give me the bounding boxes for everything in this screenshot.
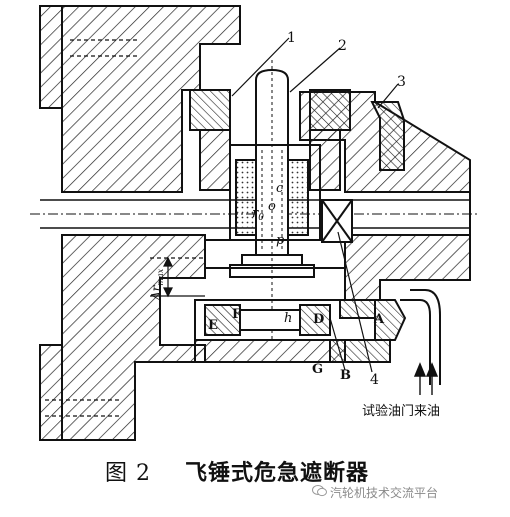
label-E: E [208,318,218,333]
stroke-dimension [150,256,205,298]
callout-4: 4 [370,372,379,388]
bolt-centerlines [261,60,283,340]
label-G: G [312,362,323,377]
label-p: p [276,233,285,248]
wechat-icon [312,485,327,497]
lever-block [321,199,353,243]
adjusting-nut [189,89,351,191]
label-A: A [373,312,385,327]
label-F: F [232,307,242,322]
callout-3: 3 [397,74,406,90]
oil-supply-pipe [400,289,441,385]
watermark-text: 汽轮机技术交流平台 [330,486,439,500]
callout-1: 1 [287,30,296,46]
oil-chamber [194,299,407,363]
label-c: c [276,181,284,196]
figure-number: 图 2 [105,461,151,486]
symbol-labels: c o p r0 h E F D A G B Δrmax 试验油门来油 [149,181,440,419]
label-delta-r: Δrmax [149,268,165,301]
callout-2: 2 [338,38,347,54]
oil-label: 试验油门来油 [362,403,440,419]
figure-title: 飞锤式危急遮断器 [185,461,370,486]
label-o: o [268,199,276,214]
end-cap [370,101,405,171]
spring-chamber [204,144,346,269]
callouts: 1 2 3 4 [287,30,406,388]
leader-lines [231,37,399,373]
figure-caption: 图 2 飞锤式危急遮断器 [0,455,510,495]
label-B: B [340,368,351,383]
label-h: h [284,311,292,326]
label-r0: r0 [252,206,264,223]
oil-inflow-arrows [413,362,439,395]
label-D: D [313,312,324,327]
bolt-holes [45,39,140,417]
